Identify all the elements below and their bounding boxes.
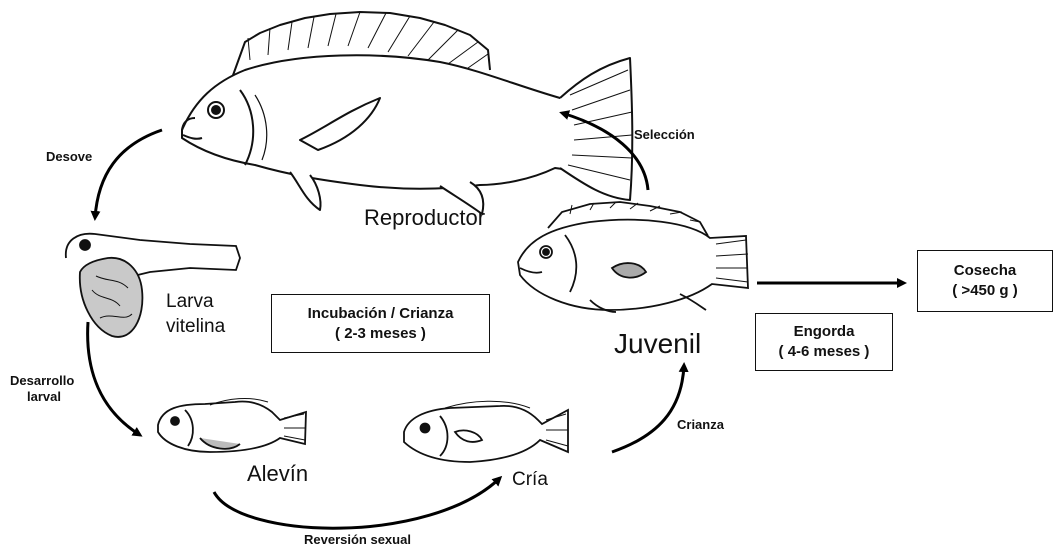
cosecha-box-line1: Cosecha <box>918 261 1052 281</box>
transition-label-desarrollo-line2: larval <box>27 390 61 403</box>
arrow-crianza <box>612 365 684 452</box>
engorda-box-line2: ( 4-6 meses ) <box>756 342 892 362</box>
arrow-desarrollo-larval <box>88 322 140 435</box>
stage-label-larva-line2: vitelina <box>166 317 225 336</box>
engorda-box-line1: Engorda <box>756 322 892 342</box>
arrow-desove <box>95 130 162 218</box>
incubacion-box-line2: ( 2-3 meses ) <box>272 324 489 344</box>
transition-label-crianza: Crianza <box>677 418 724 431</box>
incubacion-crianza-box: Incubación / Crianza ( 2-3 meses ) <box>271 294 490 353</box>
cria-fish-illustration <box>404 401 568 462</box>
juvenil-fish-illustration <box>518 202 748 312</box>
transition-label-desarrollo-line1: Desarrollo <box>10 374 74 387</box>
cosecha-box-line2: ( >450 g ) <box>918 281 1052 301</box>
alevin-fish-illustration <box>158 398 306 452</box>
incubacion-box-line1: Incubación / Crianza <box>272 304 489 324</box>
stage-label-cria: Cría <box>512 470 548 489</box>
stage-label-larva-line1: Larva <box>166 292 214 311</box>
stage-label-juvenil: Juvenil <box>614 330 701 358</box>
transition-label-seleccion: Selección <box>634 128 695 141</box>
transition-label-reversion-sexual: Reversión sexual <box>304 533 411 546</box>
engorda-box: Engorda ( 4-6 meses ) <box>755 313 893 371</box>
stage-label-reproductor: Reproductor <box>364 207 485 229</box>
stage-label-alevin: Alevín <box>247 463 308 485</box>
transition-label-desove: Desove <box>46 150 92 163</box>
cosecha-box: Cosecha ( >450 g ) <box>917 250 1053 312</box>
